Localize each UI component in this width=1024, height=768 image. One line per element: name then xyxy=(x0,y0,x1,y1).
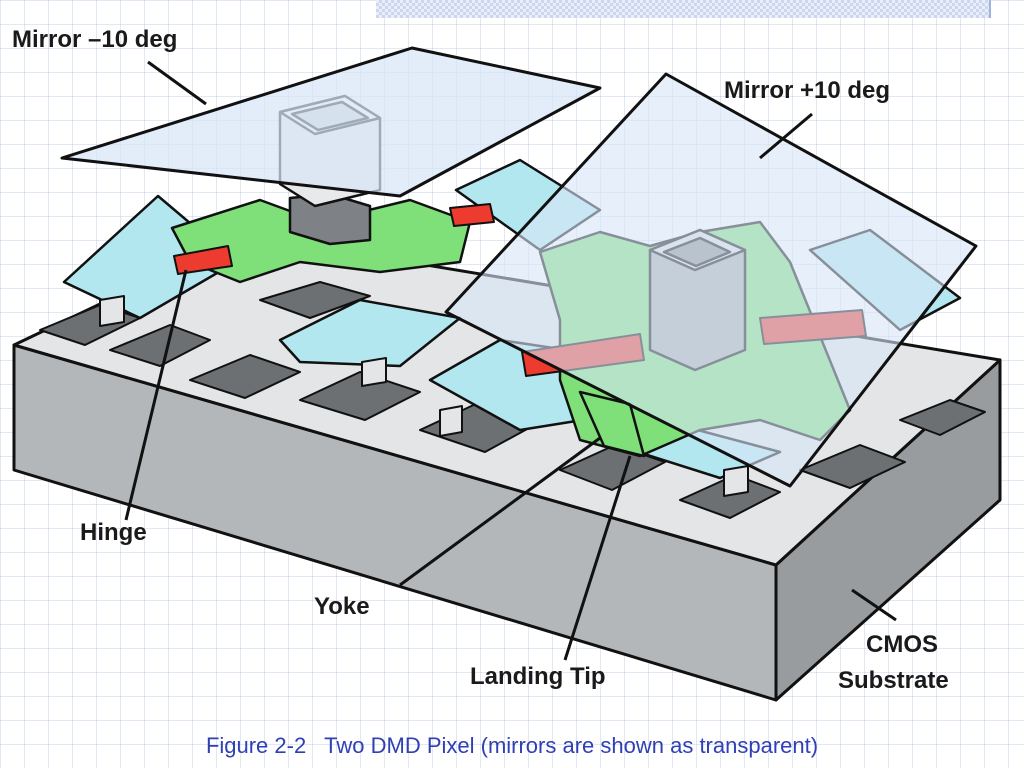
mirror-right xyxy=(444,72,978,488)
leader-mirror-plus xyxy=(759,112,813,160)
label-substrate: Substrate xyxy=(838,667,949,694)
landing-tip-right xyxy=(578,390,646,458)
label-cmos: CMOS xyxy=(866,631,938,658)
figure-caption: Figure 2-2 Two DMD Pixel (mirrors are sh… xyxy=(205,733,819,758)
header-decoration-band xyxy=(376,0,990,18)
post-supports-left xyxy=(99,295,387,387)
hinge-left xyxy=(173,203,495,275)
leader-lines xyxy=(124,60,897,661)
leader-hinge xyxy=(124,269,188,521)
label-hinge: Hinge xyxy=(80,519,147,546)
label-landing-tip: Landing Tip xyxy=(470,663,606,690)
leader-landing-tip xyxy=(563,455,632,661)
leader-cmos xyxy=(851,588,897,622)
label-yoke: Yoke xyxy=(314,593,370,620)
label-mirror-plus: Mirror +10 deg xyxy=(724,77,891,104)
label-mirror-minus: Mirror –10 deg xyxy=(12,26,178,53)
header-decoration-edge xyxy=(989,0,991,18)
mirror-left xyxy=(60,46,602,198)
post-supports-right xyxy=(439,405,749,497)
leader-yoke xyxy=(399,436,601,587)
leader-mirror-minus xyxy=(147,60,207,106)
